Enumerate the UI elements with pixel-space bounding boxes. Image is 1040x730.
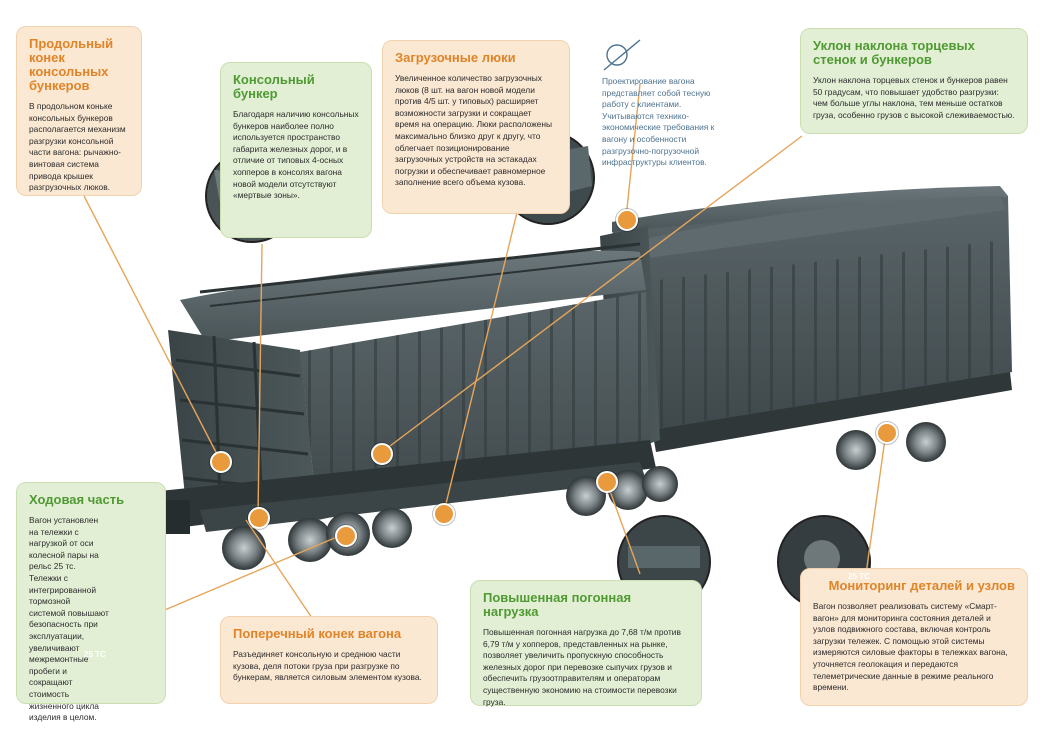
photo-label-monitoring: 25 ТС: [848, 572, 870, 581]
callout-title: Ходовая часть: [29, 492, 125, 507]
rear-wagon: [600, 186, 1012, 456]
photo-label-running-gear: 25 ТС: [84, 650, 106, 659]
callout-title: Поперечный конек вагона: [233, 626, 402, 641]
callout-title: Мониторинг деталей и узлов: [828, 578, 1015, 593]
callout-linear-load: Повышенная погонная нагрузка Повышенная …: [470, 580, 702, 707]
leader-lines: [83, 83, 887, 619]
callout-console-hopper: Консольный бункер Благодаря наличию конс…: [220, 62, 372, 238]
callout-text: Повышенная погонная нагрузка до 7,68 т/м…: [483, 627, 681, 707]
wheelsets: [222, 422, 946, 570]
callout-monitoring: Мониторинг деталей и узлов Вагон позволя…: [800, 568, 1028, 706]
marker-cross-ridge[interactable]: [371, 443, 393, 465]
callout-running-gear: Ходовая часть Вагон установлен на тележк…: [16, 482, 166, 722]
marker-running-gear[interactable]: [335, 525, 357, 547]
callout-text: Увеличенное количество загрузочных люков…: [395, 73, 552, 188]
callout-text: Вагон позволяет реализовать систему «Сма…: [813, 601, 1008, 693]
callout-text: Благодаря наличию консольных бункеров на…: [233, 109, 359, 201]
callout-title: Консольный бункер: [233, 72, 315, 101]
callout-slope: Уклон наклона торцевых стенок и бункеров…: [800, 28, 1028, 134]
callout-text: Уклон наклона торцевых стенок и бункеров…: [813, 75, 1015, 120]
marker-monitoring[interactable]: [876, 422, 898, 444]
callout-text: В продольном коньке консольных бункеров …: [29, 101, 126, 193]
marker-linear-load[interactable]: [596, 471, 618, 493]
callout-loading-hatches: Загрузочные люки Увеличенное количество …: [382, 40, 570, 214]
marker-console[interactable]: [248, 507, 270, 529]
callout-cross-ridge: Поперечный конек вагона Разъединяет конс…: [220, 616, 438, 704]
marker-hatches[interactable]: [433, 503, 455, 525]
callout-text: Вагон установлен на тележки с нагрузкой …: [29, 515, 109, 723]
callout-title: Загрузочные люки: [395, 50, 516, 65]
design-note: Проектирование вагона представляет собой…: [602, 76, 715, 168]
callout-title: Продольный конек консольных бункеров: [29, 36, 114, 93]
marker-longitudinal[interactable]: [210, 451, 232, 473]
callout-title: Уклон наклона торцевых стенок и бункеров: [813, 38, 975, 67]
design-pen-icon: [603, 39, 641, 71]
callout-title: Повышенная погонная нагрузка: [483, 590, 632, 619]
callout-text: Разъединяет консольную и среднюю части к…: [233, 649, 422, 683]
callout-longitudinal-ridge: Продольный конек консольных бункеров В п…: [16, 26, 142, 196]
marker-slope[interactable]: [616, 209, 638, 231]
